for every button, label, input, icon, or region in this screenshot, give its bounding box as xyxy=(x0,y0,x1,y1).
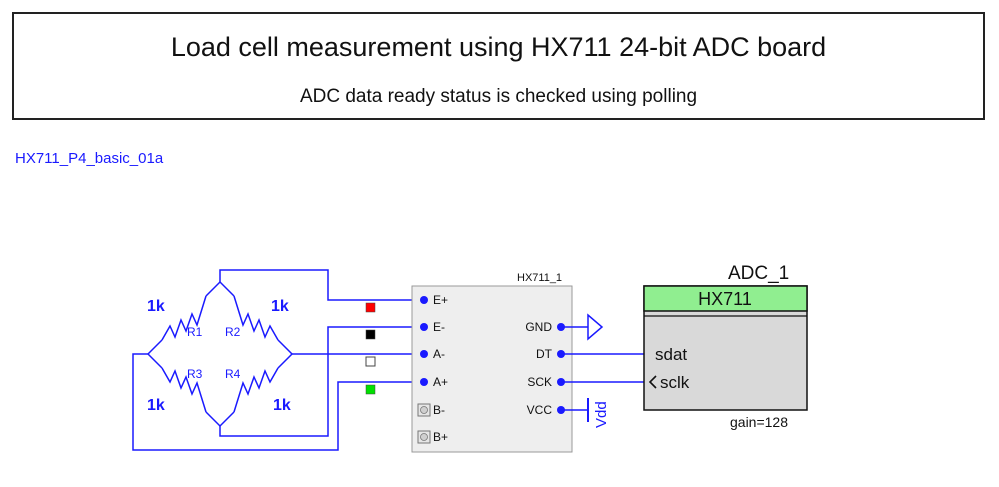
resistor-r1-value: 1k xyxy=(147,298,165,315)
resistor-r2-value: 1k xyxy=(271,298,289,315)
adc-instance-name: ADC_1 xyxy=(728,263,789,284)
resistor-r4 xyxy=(233,367,279,413)
clock-input-marker xyxy=(648,375,657,389)
resistor-r4-ref: R4 xyxy=(225,367,241,381)
resistor-r2 xyxy=(233,295,279,341)
bridge-wires xyxy=(132,269,412,451)
pin-a-minus: A- xyxy=(433,347,445,361)
unused-pin-squares xyxy=(417,403,431,444)
resistor-r1-ref: R1 xyxy=(187,325,203,339)
hx711-board-name: HX711_1 xyxy=(517,272,562,284)
title-box: Load cell measurement using HX711 24-bit… xyxy=(12,12,985,120)
wire-marker-black xyxy=(365,329,376,340)
pin-e-plus: E+ xyxy=(433,293,448,307)
resistor-r3 xyxy=(161,367,207,413)
resistor-r1 xyxy=(161,295,207,341)
page-title: Load cell measurement using HX711 24-bit… xyxy=(170,32,827,62)
adc-gain-parameter: gain=128 xyxy=(730,414,788,430)
pin-gnd: GND xyxy=(525,320,552,334)
wire-marker-white xyxy=(365,356,376,367)
pin-dt: DT xyxy=(536,347,553,361)
wire-marker-green xyxy=(365,384,376,395)
resistor-r3-ref: R3 xyxy=(187,367,203,381)
resistor-r4-value: 1k xyxy=(273,397,291,414)
page-subtitle: ADC data ready status is checked using p… xyxy=(299,86,698,107)
pin-a-plus: A+ xyxy=(433,375,448,389)
pin-b-plus: B+ xyxy=(433,430,448,444)
vdd-label: Vdd xyxy=(593,401,610,428)
hx711-board[interactable] xyxy=(411,285,573,453)
adc-pin-sclk: sclk xyxy=(660,373,690,392)
pin-b-minus: B- xyxy=(433,403,445,417)
hx711-output-wires xyxy=(561,313,644,422)
wire-color-markers xyxy=(365,302,376,395)
resistor-r3-value: 1k xyxy=(147,397,165,414)
adc-component-type: HX711 xyxy=(698,289,752,309)
resistor-zigzags xyxy=(161,295,279,413)
resistor-r2-ref: R2 xyxy=(225,325,241,339)
wire-marker-red xyxy=(365,302,376,313)
pin-vcc: VCC xyxy=(527,403,553,417)
adc-pin-sdat: sdat xyxy=(655,345,687,364)
ground-symbol xyxy=(587,313,604,341)
pin-sck: SCK xyxy=(527,375,552,389)
design-name-label[interactable]: HX711_P4_basic_01a xyxy=(15,150,164,167)
adc-component-header xyxy=(643,285,808,312)
pin-e-minus: E- xyxy=(433,320,445,334)
